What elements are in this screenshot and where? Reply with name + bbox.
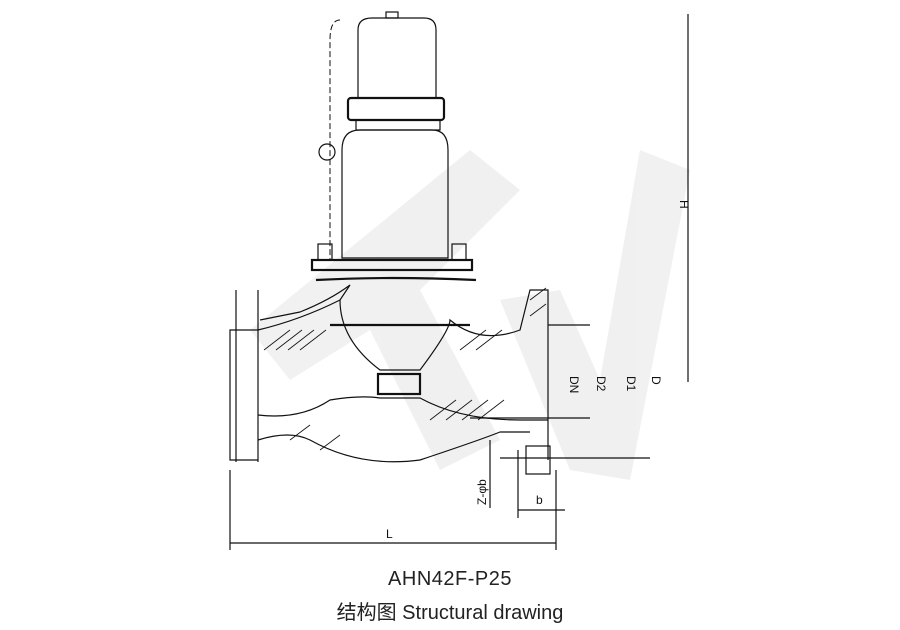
section-hatching <box>263 287 547 451</box>
dim-label-d2: D2 <box>594 376 608 392</box>
dim-label-dn: DN <box>567 376 581 393</box>
model-number: AHN42F-P25 <box>388 568 512 590</box>
dim-label-height: H <box>677 200 691 209</box>
drawing-caption: 结构图 Structural drawing <box>336 602 564 624</box>
watermark-logo <box>250 150 690 480</box>
valve-body <box>229 284 590 475</box>
dim-label-b: b <box>536 493 543 507</box>
dimension-lines <box>229 14 689 550</box>
bonnet-flange <box>310 243 477 282</box>
dim-label-bolt-holes: Z-φb <box>475 479 489 505</box>
dim-label-d: D <box>649 376 663 385</box>
dim-label-length: L <box>386 527 393 541</box>
actuator-head <box>318 11 449 260</box>
dim-label-d1: D1 <box>624 376 638 392</box>
